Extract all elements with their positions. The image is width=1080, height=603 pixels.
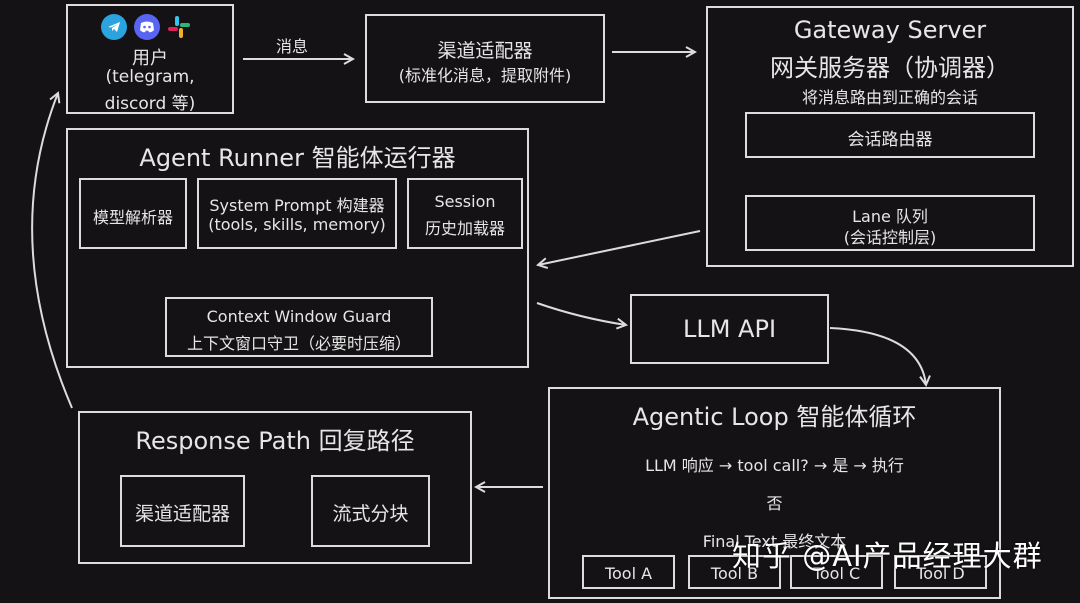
channel-adapter-title: 渠道适配器 <box>437 40 533 62</box>
user-line3: discord 等) <box>104 94 196 114</box>
tool-d-label: Tool D <box>916 564 965 583</box>
final-text: Final Text 最终文本 <box>702 532 847 551</box>
channel-adapter-subtitle: (标准化消息，提取附件) <box>398 66 572 85</box>
session-router-label: 会话路由器 <box>847 130 933 150</box>
user-box: 用户 (telegram, discord 等) <box>66 4 234 114</box>
session-loader-line2: 历史加载器 <box>424 219 505 238</box>
discord-icon <box>134 14 160 40</box>
gateway-title-en: Gateway Server <box>793 16 987 44</box>
context-guard-box: Context Window Guard 上下文窗口守卫（必要时压缩） <box>165 297 433 357</box>
llm-api-label: LLM API <box>682 315 777 343</box>
tool-b-label: Tool B <box>710 564 759 583</box>
arrow-llm-to-loop <box>829 327 926 385</box>
slack-icon <box>166 14 192 40</box>
watermark: 知乎 @AI产品经理大群 <box>732 539 1043 573</box>
arrow-gateway-to-runner <box>538 230 701 265</box>
model-resolver-box: 模型解析器 <box>79 178 187 249</box>
channel-adapter-box: 渠道适配器 (标准化消息，提取附件) <box>365 14 605 103</box>
agent-runner-box: Agent Runner 智能体运行器 模型解析器 System Prompt … <box>66 128 529 368</box>
loop-no-label: 否 <box>766 494 783 513</box>
tool-a: Tool A <box>582 555 675 589</box>
session-router-box: 会话路由器 <box>745 112 1035 158</box>
arrow-runner-to-llm <box>536 302 626 325</box>
prompt-builder-line1: System Prompt 构建器 <box>209 196 385 215</box>
session-loader-box: Session 历史加载器 <box>407 178 523 249</box>
llm-api-box: LLM API <box>630 294 829 364</box>
prompt-builder-box: System Prompt 构建器 (tools, skills, memory… <box>197 178 397 249</box>
response-path-box: Response Path 回复路径 渠道适配器 流式分块 <box>78 411 472 564</box>
lane-queue-line2: (会话控制层) <box>843 228 937 247</box>
gateway-title-zh: 网关服务器（协调器） <box>770 54 1010 82</box>
agentic-loop-box: Agentic Loop 智能体循环 LLM 响应 → tool call? →… <box>548 387 1001 599</box>
model-resolver-label: 模型解析器 <box>92 208 173 227</box>
tool-b: Tool B <box>688 555 781 589</box>
prompt-builder-line2: (tools, skills, memory) <box>208 215 386 234</box>
edge-message-label: 消息 <box>276 37 309 56</box>
response-channel-adapter-label: 渠道适配器 <box>134 503 230 525</box>
user-line2: (telegram, <box>105 67 195 87</box>
context-guard-line1: Context Window Guard <box>206 307 392 326</box>
stream-chunking-box: 流式分块 <box>311 475 430 547</box>
stream-chunking-label: 流式分块 <box>332 503 409 525</box>
context-guard-line2: 上下文窗口守卫（必要时压缩） <box>186 334 411 353</box>
tool-d: Tool D <box>894 555 987 589</box>
lane-queue-box: Lane 队列 (会话控制层) <box>745 195 1035 251</box>
tool-a-label: Tool A <box>604 564 653 583</box>
session-loader-line1: Session <box>434 192 496 211</box>
agentic-loop-title: Agentic Loop 智能体循环 <box>632 403 917 431</box>
agent-runner-title: Agent Runner 智能体运行器 <box>139 144 456 172</box>
lane-queue-line1: Lane 队列 <box>852 207 928 226</box>
response-path-title: Response Path 回复路径 <box>135 427 415 455</box>
response-channel-adapter-box: 渠道适配器 <box>120 475 245 547</box>
user-title: 用户 <box>132 48 168 69</box>
tool-c-label: Tool C <box>812 564 861 583</box>
gateway-server-box: Gateway Server 网关服务器（协调器） 将消息路由到正确的会话 会话… <box>706 6 1074 267</box>
loop-text: LLM 响应 → tool call? → 是 → 执行 <box>645 456 904 475</box>
tool-c: Tool C <box>790 555 883 589</box>
telegram-icon <box>101 14 127 40</box>
gateway-subtitle: 将消息路由到正确的会话 <box>801 88 978 107</box>
